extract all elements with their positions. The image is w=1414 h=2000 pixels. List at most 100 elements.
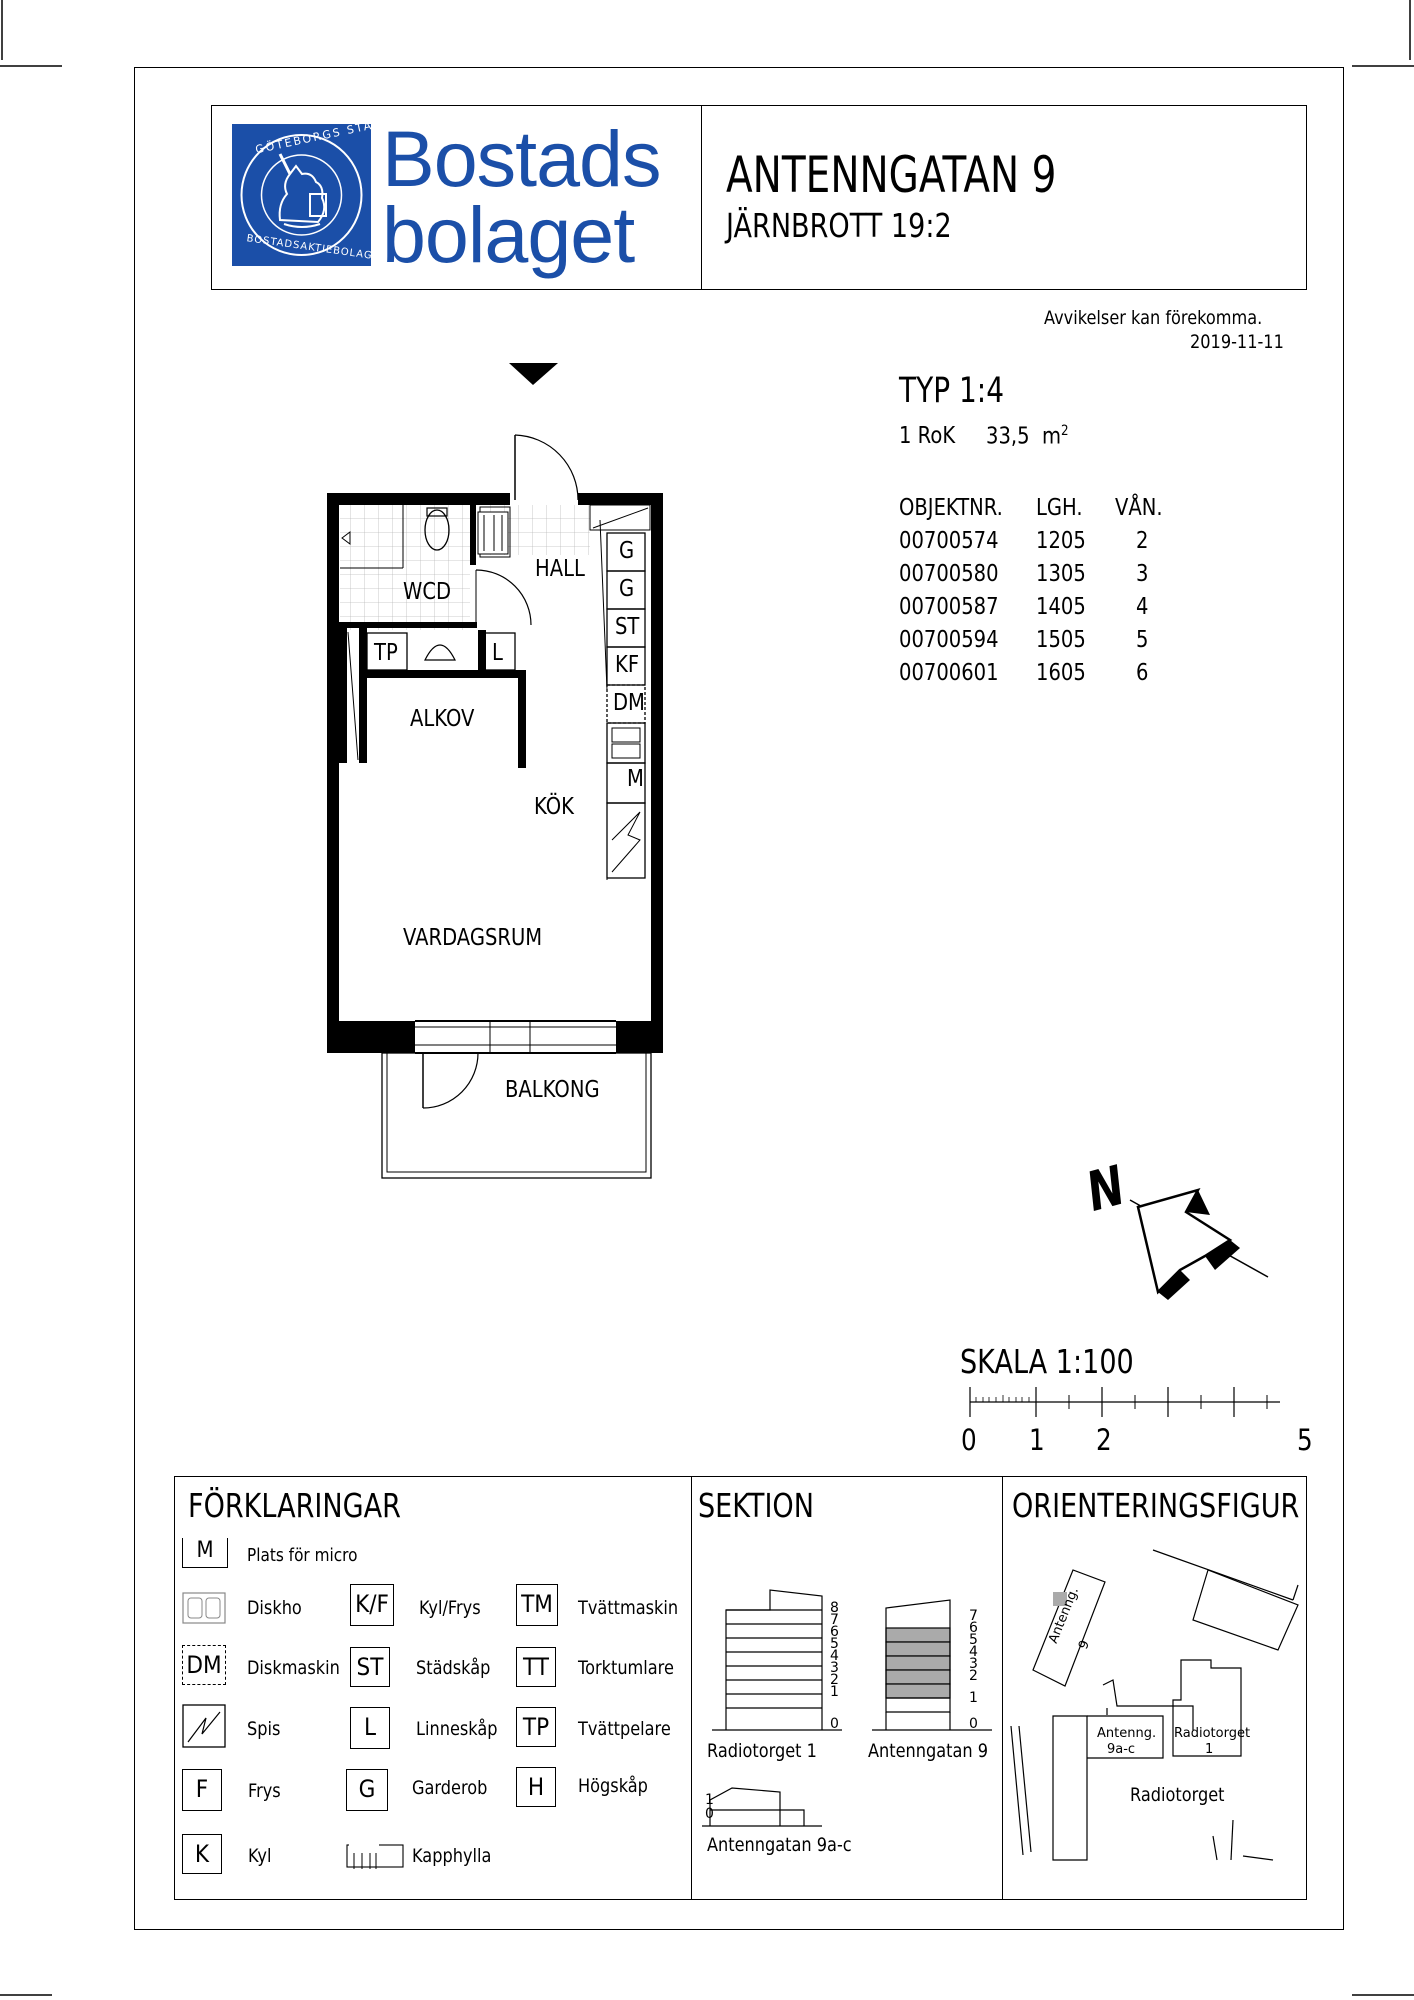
orientation-label-9ac-line1: Antenng.: [1097, 1726, 1157, 1741]
seal-emblem-icon: [240, 134, 363, 256]
legend-box: [174, 1476, 1307, 1900]
table-cell: 2: [1136, 528, 1149, 554]
floor-number: 3: [969, 1656, 978, 1672]
plan-symbol-m: M: [627, 766, 644, 792]
table-cell: 1505: [1036, 627, 1086, 653]
legend-symbol-tt: TT: [516, 1647, 556, 1687]
floor-number: 5: [969, 1632, 978, 1648]
table-cell: 3: [1136, 561, 1149, 587]
legend-symbol-h: H: [516, 1767, 556, 1807]
legend-label-l: Linneskåp: [416, 1718, 498, 1740]
unit-area-sup: 2: [1061, 423, 1069, 439]
table-cell: 1605: [1036, 660, 1086, 686]
disclaimer-text: Avvikelser kan förekomma.: [1044, 307, 1263, 329]
plan-symbol-g1: G: [619, 538, 635, 564]
orientation-label-radio1-line1: Radiotorget: [1174, 1726, 1251, 1741]
floor-number: 2: [969, 1668, 978, 1684]
plan-symbol-tp: TP: [374, 640, 398, 666]
kapphylla-icon: [346, 1842, 404, 1869]
scale-tick-0: 0: [961, 1423, 977, 1457]
floor-number: 7: [830, 1612, 839, 1628]
floor-number: 0: [830, 1716, 839, 1732]
legend-label-kf: Kyl/Frys: [419, 1597, 481, 1619]
floor-number: 0: [705, 1806, 714, 1822]
section-label-radiotorget1: Radiotorget 1: [707, 1740, 817, 1762]
orientation-label-9ac-line2: 9a-c: [1107, 1742, 1136, 1757]
floor-number: 1: [830, 1684, 839, 1700]
floor-plan: [327, 363, 663, 1179]
legend-label-m: Plats för micro: [247, 1545, 358, 1566]
table-cell: 00700574: [899, 528, 999, 554]
header-box: [211, 105, 1307, 290]
table-cell: 00700601: [899, 660, 999, 686]
unit-type: TYP 1:4: [899, 371, 1005, 411]
room-label-wcd: WCD: [403, 579, 452, 605]
legend-label-spis: Spis: [247, 1718, 281, 1740]
legend-symbol-tm: TM: [516, 1584, 558, 1626]
entrance-arrow-icon: [509, 363, 558, 385]
table-cell: 4: [1136, 594, 1149, 620]
plan-symbol-g2: G: [619, 576, 635, 602]
table-cell: 6: [1136, 660, 1149, 686]
legend-divider-2: [1002, 1476, 1003, 1900]
floor-number: 6: [969, 1620, 978, 1636]
scale-bar: [969, 1387, 1280, 1417]
legend-symbol-tp: TP: [516, 1707, 556, 1747]
table-header-objektnr: OBJEKTNR.: [899, 495, 1003, 521]
logo-line-2: bolaget: [382, 190, 635, 279]
legend-label-f: Frys: [248, 1780, 281, 1802]
plan-symbol-st: ST: [615, 614, 640, 640]
legend-symbol-dm: DM: [182, 1645, 226, 1685]
unit-area-value: 33,5: [986, 423, 1030, 450]
legend-symbol-kf: K/F: [350, 1584, 394, 1626]
table-header-lgh: LGH.: [1036, 495, 1083, 521]
legend-symbol-k: K: [182, 1834, 222, 1874]
room-label-hall: HALL: [535, 556, 585, 582]
scale-tick-1: 1: [1029, 1423, 1045, 1457]
street-title: ANTENNGATAN 9: [726, 146, 1057, 204]
table-cell: 1205: [1036, 528, 1086, 554]
legend-label-tm: Tvättmaskin: [578, 1597, 679, 1619]
floor-number: 5: [830, 1636, 839, 1652]
room-label-kok: KÖK: [534, 794, 574, 820]
legend-title: FÖRKLARINGAR: [188, 1486, 401, 1525]
section-label-antenngatan9ac: Antenngatan 9a-c: [707, 1834, 852, 1856]
floor-number: 8: [830, 1600, 839, 1616]
legend-symbol-st: ST: [350, 1647, 390, 1687]
legend-label-st: Städskåp: [416, 1657, 491, 1679]
table-cell: 00700580: [899, 561, 999, 587]
table-cell: 1305: [1036, 561, 1086, 587]
legend-label-tp: Tvättpelare: [578, 1718, 671, 1740]
floor-number: 4: [830, 1648, 839, 1664]
floor-number: 1: [705, 1792, 714, 1808]
table-cell: 00700587: [899, 594, 999, 620]
table-header-van: VÅN.: [1115, 495, 1163, 521]
section-drawing: [702, 1589, 992, 1827]
unit-area-unit: m: [1041, 423, 1062, 450]
diskho-icon: [182, 1592, 226, 1624]
plan-symbol-dm: DM: [613, 690, 645, 716]
legend-label-diskho: Diskho: [247, 1597, 302, 1619]
orientation-map: [1010, 1549, 1299, 1861]
legend-symbol-l: L: [350, 1707, 390, 1749]
legend-label-tt: Torktumlare: [578, 1657, 674, 1679]
scale-tick-5: 5: [1297, 1423, 1313, 1457]
legend-label-dm: Diskmaskin: [247, 1657, 340, 1679]
table-cell: 00700594: [899, 627, 999, 653]
legend-label-kapphylla: Kapphylla: [412, 1845, 492, 1867]
legend-label-g: Garderob: [412, 1777, 488, 1799]
floor-number: 1: [969, 1690, 978, 1706]
scale-title: SKALA 1:100: [960, 1342, 1134, 1381]
orientation-label-radio1-line2: 1: [1205, 1742, 1214, 1757]
property-title: JÄRNBROTT 19:2: [726, 206, 952, 245]
floor-number: 7: [969, 1608, 978, 1624]
room-label-alkov: ALKOV: [410, 706, 475, 732]
legend-label-k: Kyl: [248, 1845, 272, 1867]
floor-number: 6: [830, 1624, 839, 1640]
logo-line-1: Bostads: [382, 114, 661, 203]
plan-symbol-kf: KF: [615, 652, 640, 678]
floor-number: 0: [969, 1716, 978, 1732]
legend-symbol-g: G: [346, 1769, 388, 1811]
orientation-label-square: Radiotorget: [1130, 1784, 1225, 1806]
